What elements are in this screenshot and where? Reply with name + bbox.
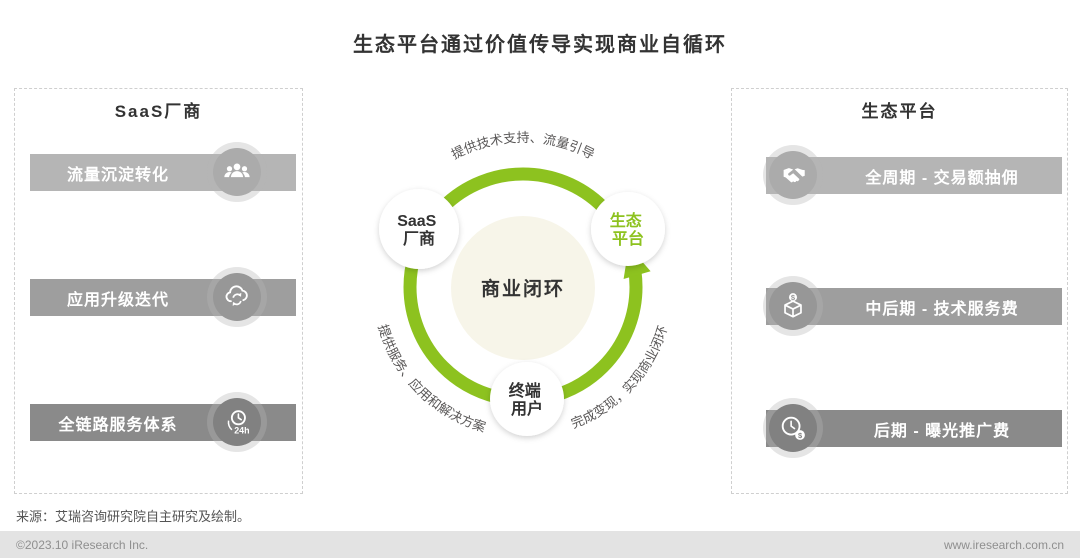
svg-text:终端 用户: 终端 用户 bbox=[509, 381, 545, 418]
node-saas-vendor: SaaS 厂商 bbox=[379, 189, 459, 269]
node-user-line2: 用户 bbox=[511, 399, 543, 418]
node-user-line1: 终端 bbox=[509, 381, 541, 400]
handshake-icon-circle bbox=[769, 151, 817, 199]
saas-vendor-panel: SaaS厂商 bbox=[14, 88, 303, 494]
footer-copyright: ©2023.10 iResearch Inc. bbox=[16, 537, 149, 552]
clock-dollar-label: $ bbox=[798, 431, 803, 440]
saas-row-upgrade-label: 应用升级迭代 bbox=[66, 291, 169, 309]
page-title: 生态平台通过价值传导实现商业自循环 bbox=[353, 34, 727, 56]
saas-vendor-panel-header: SaaS厂商 bbox=[114, 102, 203, 121]
clock-dollar-icon-circle: $ bbox=[769, 404, 817, 452]
box-dollar-icon: $ bbox=[784, 293, 802, 318]
box-dollar-icon-circle: $ bbox=[769, 282, 817, 330]
center-circle bbox=[451, 216, 595, 360]
footer-website: www.iresearch.com.cn bbox=[943, 537, 1064, 552]
platform-row-techfee-label: 中后期 - 技术服务费 bbox=[865, 300, 1019, 318]
saas-row-traffic-label: 流量沉淀转化 bbox=[66, 166, 169, 184]
crowd-icon bbox=[224, 163, 250, 178]
clock-24h-label: 24h bbox=[234, 425, 249, 435]
node-saas-line2: 厂商 bbox=[403, 229, 435, 248]
arc-label-top: 提供技术支持、流量引导 bbox=[449, 130, 597, 162]
ecosystem-platform-panel-header: 生态平台 bbox=[861, 102, 938, 121]
clock-dollar-icon: $ bbox=[781, 416, 805, 440]
crowd-icon-circle bbox=[213, 148, 261, 196]
svg-text:SaaS 厂商: SaaS 厂商 bbox=[397, 213, 441, 248]
cloud-sync-icon bbox=[225, 285, 248, 306]
node-platform-line1: 生态 bbox=[610, 211, 642, 230]
node-end-user: 终端 用户 bbox=[490, 362, 564, 436]
node-saas-line1: SaaS bbox=[397, 213, 436, 230]
svg-text:生态 平台: 生态 平台 bbox=[610, 211, 646, 248]
cloud-sync-icon-circle bbox=[213, 273, 261, 321]
handshake-icon bbox=[783, 168, 805, 183]
box-dollar-label: $ bbox=[791, 293, 796, 302]
footer-bar: ©2023.10 iResearch Inc. www.iresearch.co… bbox=[0, 531, 1080, 558]
platform-row-promofee-label: 后期 - 曝光推广费 bbox=[873, 422, 1011, 440]
ecosystem-platform-panel: 生态平台 bbox=[731, 88, 1068, 494]
arc-label-left: 提供服务、应用和解决方案 bbox=[375, 323, 487, 435]
platform-row-commission-label: 全周期 - 交易额抽佣 bbox=[865, 169, 1019, 187]
source-note: 来源：艾瑞咨询研究院自主研究及绘制。 bbox=[16, 509, 251, 524]
node-ecosystem-platform: 生态 平台 bbox=[591, 192, 665, 266]
clock-24h-icon: 24h bbox=[227, 410, 250, 435]
center-label: 商业闭环 bbox=[481, 277, 565, 300]
node-platform-line2: 平台 bbox=[612, 229, 644, 248]
clock-24h-icon-circle: 24h bbox=[213, 398, 261, 446]
saas-row-fullchain-label: 全链路服务体系 bbox=[58, 416, 178, 434]
value-cycle-diagram: 商业闭环 提供技术支持、流量引导 提供服务、应用和解决方案 完成变现，实现商业闭… bbox=[375, 130, 670, 436]
